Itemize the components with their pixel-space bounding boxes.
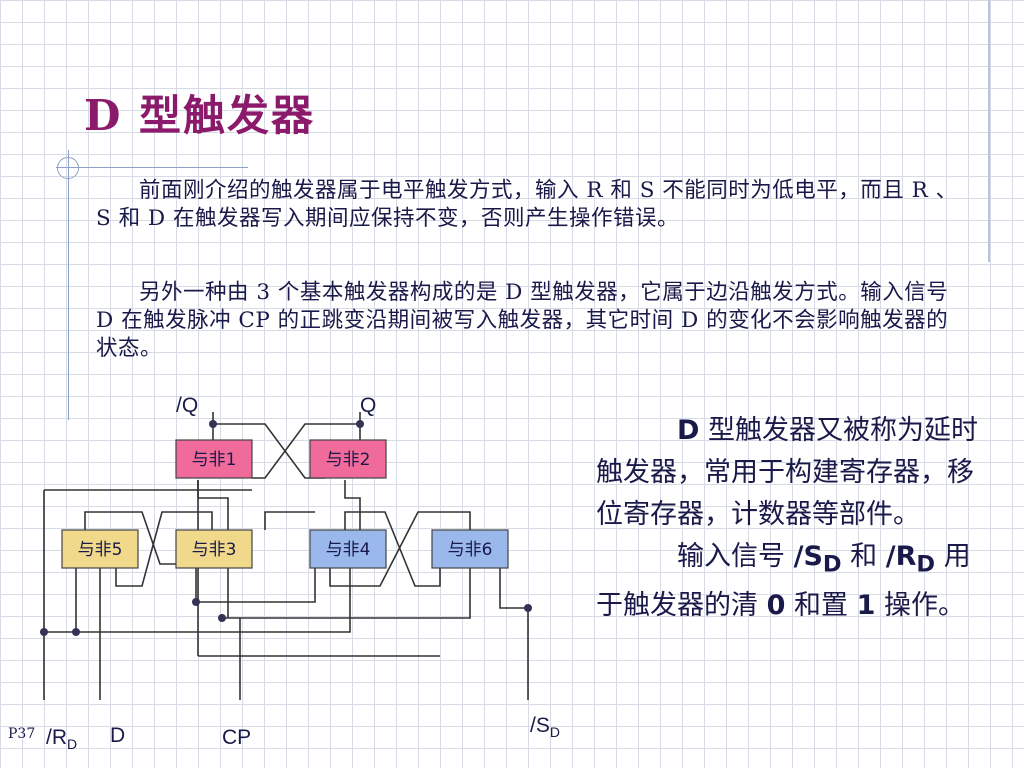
gate-2: 与非2 <box>309 439 387 479</box>
side-note: D 型触发器又被称为延时触发器，常用于构建寄存器，移位寄存器，计数器等部件。 输… <box>596 410 988 627</box>
side-line2-a: 输入信号 <box>677 541 794 572</box>
pin-sd-main: /S <box>530 714 550 737</box>
junction-dot <box>72 628 80 636</box>
pin-rd-main: /R <box>46 726 67 749</box>
gate-label: 与非4 <box>326 540 371 560</box>
junction-dot <box>218 614 226 622</box>
side-note-para-1: D 型触发器又被称为延时触发器，常用于构建寄存器，移位寄存器，计数器等部件。 <box>596 410 988 536</box>
wire-cp-g6 <box>222 568 471 619</box>
pin-qbar: /Q <box>176 394 198 417</box>
gate-box <box>431 529 509 569</box>
gate-box <box>175 439 253 479</box>
pin-sd: /SD <box>530 714 560 740</box>
side-note-para-2: 输入信号 /SD 和 /RD 用于触发器的清 0 和置 1 操作。 <box>596 536 988 627</box>
side-rd-sub: D <box>916 551 936 578</box>
junction-dot <box>209 420 217 428</box>
pin-rd: /RD <box>46 726 77 752</box>
pin-sd-sub: D <box>550 724 560 740</box>
gate-box <box>61 529 139 569</box>
gate-4: 与非4 <box>309 529 387 569</box>
junction-dots <box>40 420 532 636</box>
page-number: P37 <box>8 726 36 742</box>
pin-q: Q <box>360 394 376 417</box>
wire-g4-to-g6 <box>344 511 441 587</box>
pin-d: D <box>110 724 125 747</box>
side-line2-c: 用于触发器的清 <box>596 541 971 622</box>
wire-g5-loop <box>84 511 176 565</box>
wire-cross-2 <box>252 423 360 479</box>
gate-box <box>309 439 387 479</box>
gate-label: 与非5 <box>78 540 123 560</box>
side-line1-text: 型触发器又被称为延时触发器，常用于构建寄存器，移位寄存器，计数器等部件。 <box>596 415 979 530</box>
side-zero: 0 <box>766 590 786 622</box>
side-line2-d: 和置 <box>785 590 857 622</box>
junction-dot <box>524 604 532 612</box>
side-one: 1 <box>856 590 876 622</box>
wire-g6-to-g4 <box>329 511 471 587</box>
side-rd-main: /R <box>885 541 917 572</box>
paragraph-1: 前面刚介绍的触发器属于电平触发方式，输入 R 和 S 不能同时为低电平，而且 R… <box>96 178 958 231</box>
side-sd-label: /SD <box>793 541 842 577</box>
slide-title: D 型触发器 <box>84 91 316 140</box>
side-rd-label: /RD <box>885 541 935 577</box>
side-sd-sub: D <box>822 551 842 578</box>
gate-3: 与非3 <box>175 529 253 569</box>
paragraph-2: 另外一种由 3 个基本触发器构成的是 D 型触发器，它属于边沿触发方式。输入信号… <box>96 280 949 361</box>
left-margin-line <box>68 150 69 420</box>
wire-g6-out <box>499 568 528 609</box>
gate-box <box>309 529 387 569</box>
gate-5: 与非5 <box>61 529 139 569</box>
gate-label: 与非3 <box>192 540 237 560</box>
gate-label: 与非6 <box>448 540 493 560</box>
side-d-bold: D <box>677 415 700 446</box>
wire-g4-to-g2 <box>344 480 361 530</box>
wire-rd-bus <box>44 568 351 633</box>
title-underline <box>56 167 248 168</box>
junction-dot <box>40 628 48 636</box>
corner-ring-icon <box>57 157 79 179</box>
side-line2-b: 和 <box>841 541 886 572</box>
gate-group: 与非1 与非2 与非3 与非4 与非5 与非6 <box>61 439 509 569</box>
junction-dot <box>356 420 364 428</box>
wire-g3-g4 <box>264 511 315 530</box>
gate-1: 与非1 <box>175 439 253 479</box>
pin-rd-sub: D <box>67 736 77 752</box>
wire-g3-to-g1 <box>197 480 229 530</box>
side-line2-e: 操作。 <box>875 590 965 622</box>
circuit-wires <box>43 412 529 700</box>
side-sd-main: /S <box>793 541 823 572</box>
gate-6: 与非6 <box>431 529 509 569</box>
wire-g3-to-g5 <box>115 511 213 587</box>
gate-box <box>175 529 253 569</box>
junction-dot <box>192 598 200 606</box>
gate-label: 与非1 <box>192 450 237 470</box>
right-decor-line <box>988 0 990 262</box>
gate-label: 与非2 <box>326 450 371 470</box>
pin-cp: CP <box>222 726 251 749</box>
wire-cp-bus <box>196 568 316 603</box>
